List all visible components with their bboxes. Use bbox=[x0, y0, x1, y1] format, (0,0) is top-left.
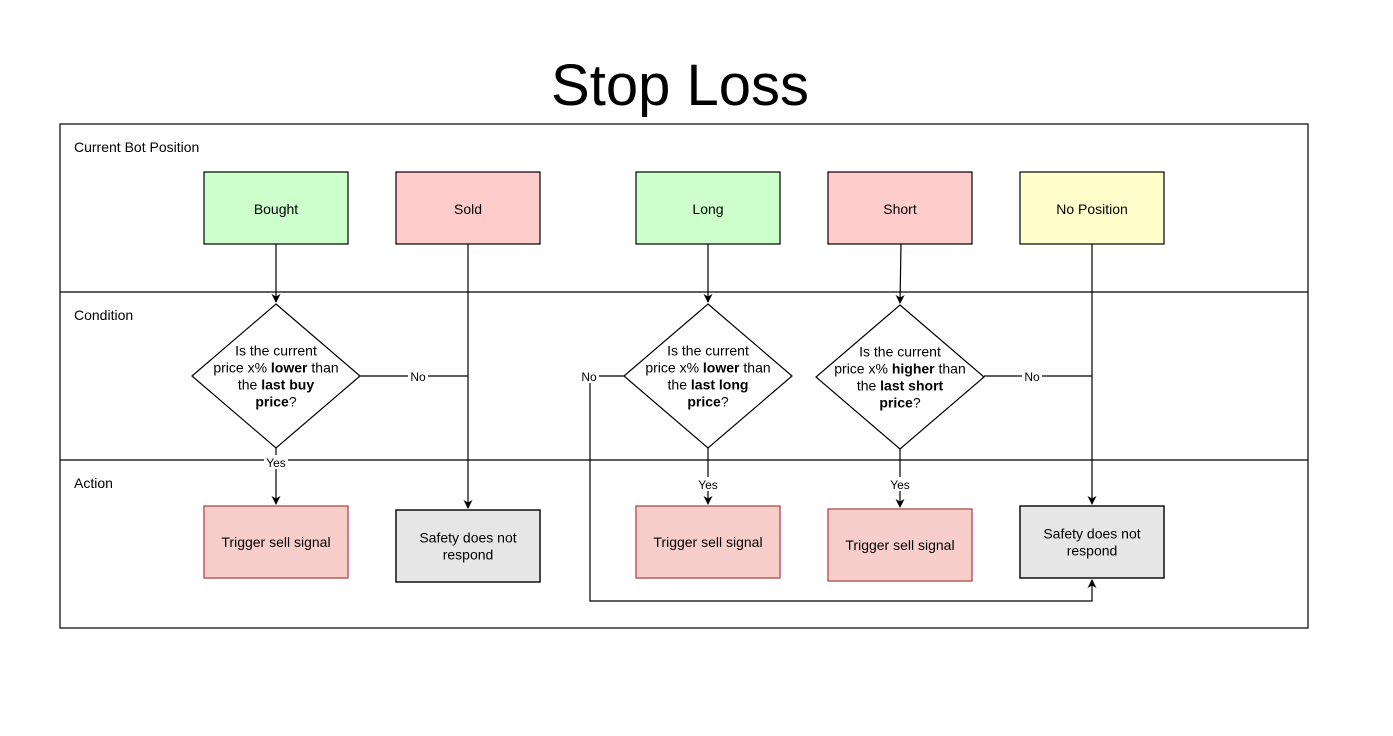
condition-text-line: price? bbox=[687, 394, 728, 410]
action-trigger-sell-signal: Trigger sell signal bbox=[203, 505, 349, 579]
position-label: No Position bbox=[1056, 201, 1128, 217]
edge-label-no: No bbox=[579, 369, 599, 384]
action-label: respond bbox=[443, 547, 494, 563]
condition-text-line: price x% higher than bbox=[834, 361, 966, 377]
position-sold: Sold bbox=[395, 171, 541, 245]
action-label: Trigger sell signal bbox=[653, 534, 762, 550]
action-trigger-sell-signal: Trigger sell signal bbox=[635, 505, 781, 579]
svg-text:Yes: Yes bbox=[890, 478, 910, 492]
connector-short-to-condition bbox=[895, 243, 905, 304]
swimlane-container bbox=[59, 123, 1309, 629]
condition-text-line: Is the current bbox=[667, 343, 749, 359]
condition-text-line: Is the current bbox=[859, 344, 941, 360]
position-label: Sold bbox=[454, 201, 482, 217]
action-trigger-sell-signal: Trigger sell signal bbox=[827, 508, 973, 582]
position-bought: Bought bbox=[203, 171, 349, 245]
lane-label-action: Action bbox=[74, 475, 113, 491]
svg-text:Yes: Yes bbox=[698, 478, 718, 492]
condition-text-line: price x% lower than bbox=[645, 360, 770, 376]
condition-text-line: the last long bbox=[668, 377, 749, 393]
position-label: Long bbox=[692, 201, 723, 217]
svg-text:Yes: Yes bbox=[266, 456, 286, 470]
svg-text:No: No bbox=[1024, 370, 1040, 384]
condition-text-line: the last buy bbox=[238, 377, 314, 393]
condition-text-line: the last short bbox=[857, 378, 944, 394]
position-label: Bought bbox=[254, 201, 298, 217]
lane-label-current-bot-position: Current Bot Position bbox=[74, 139, 199, 155]
condition-text-line: price? bbox=[879, 395, 920, 411]
position-label: Short bbox=[883, 201, 917, 217]
position-long: Long bbox=[635, 171, 781, 245]
action-label: Safety does not bbox=[1043, 526, 1140, 542]
condition-text-line: price? bbox=[255, 394, 296, 410]
edge-label-yes: Yes bbox=[264, 455, 288, 470]
edge-label-no: No bbox=[408, 369, 428, 384]
position-no-position: No Position bbox=[1019, 171, 1165, 245]
action-label: respond bbox=[1067, 543, 1118, 559]
edge-label-yes: Yes bbox=[888, 477, 912, 492]
action-label: Trigger sell signal bbox=[845, 537, 954, 553]
edge-label-no: No bbox=[1022, 369, 1042, 384]
condition-text-line: Is the current bbox=[235, 343, 317, 359]
action-label: Trigger sell signal bbox=[221, 534, 330, 550]
diagram-title: Stop Loss bbox=[551, 53, 809, 118]
lane-label-condition: Condition bbox=[74, 307, 133, 323]
connector-condition2-no bbox=[589, 375, 1097, 602]
edge-label-yes: Yes bbox=[696, 477, 720, 492]
svg-text:No: No bbox=[581, 370, 597, 384]
svg-text:No: No bbox=[410, 370, 426, 384]
position-short: Short bbox=[827, 171, 973, 245]
condition-text-line: price x% lower than bbox=[213, 360, 338, 376]
action-label: Safety does not bbox=[419, 530, 516, 546]
